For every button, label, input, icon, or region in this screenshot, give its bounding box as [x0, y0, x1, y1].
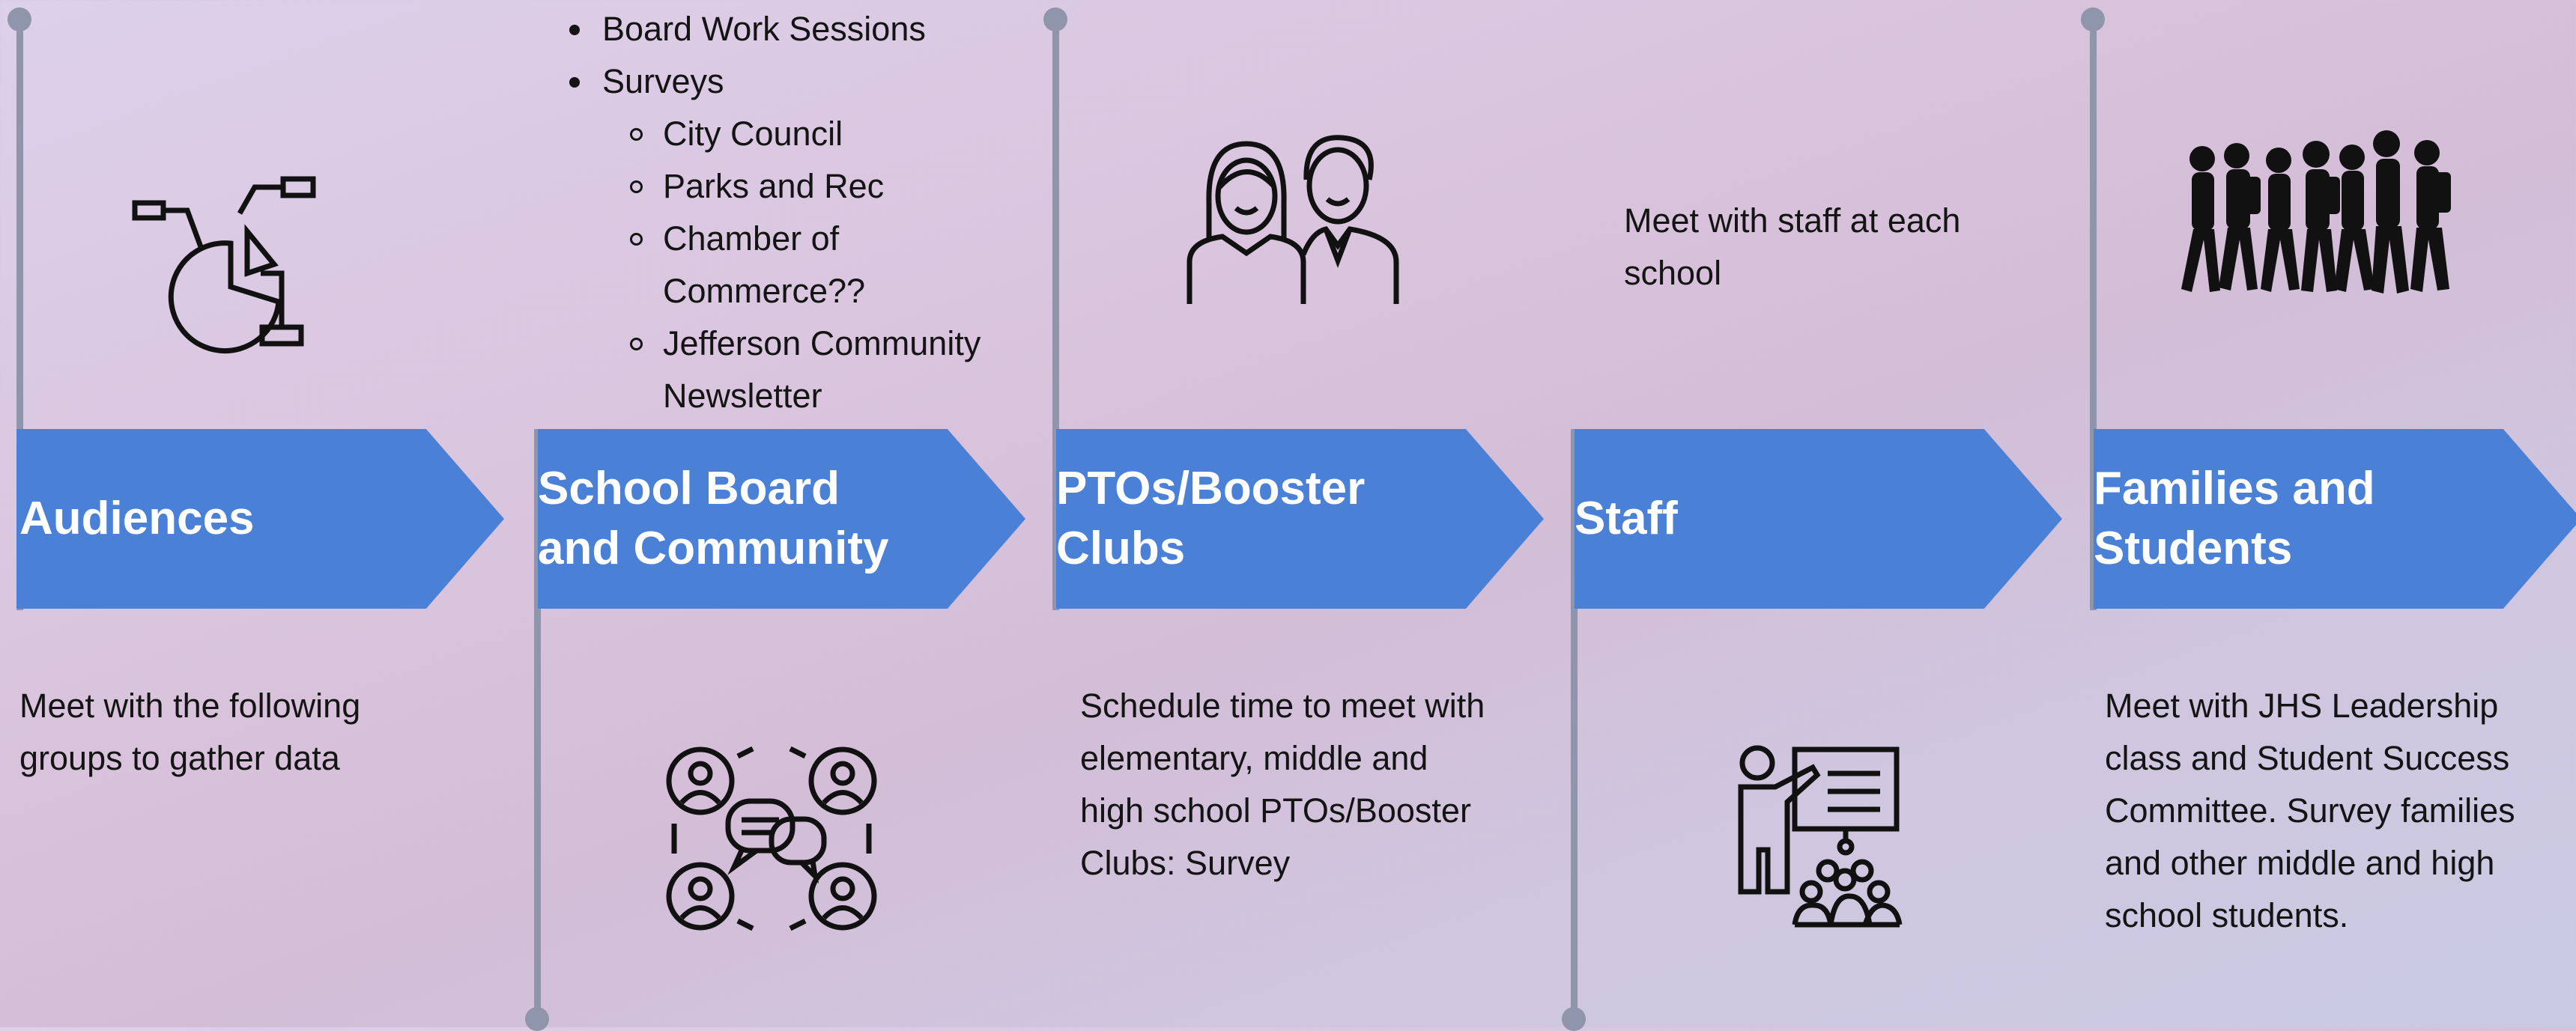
school-board-sub-bullet-list: City Council Parks and Rec Chamber of Co… [629, 108, 981, 422]
body-line: Schedule time to meet with [1080, 687, 1485, 725]
timeline-line-5 [2090, 19, 2097, 610]
body-line: Meet with the following [19, 687, 361, 725]
stage-title-line: and Community [538, 523, 889, 574]
stage-title-line: School Board [538, 463, 840, 514]
stage-arrow-staff: Staff [1575, 429, 2062, 609]
list-item: Surveys [569, 55, 926, 108]
timeline-dot-1 [7, 7, 31, 31]
list-item: City Council [629, 108, 981, 160]
stage-title-families: Families and Students [2094, 459, 2375, 579]
list-item: Chamber of [629, 213, 981, 265]
list-item: Newsletter [663, 377, 822, 415]
list-item: Board Work Sessions [569, 3, 926, 55]
stage-body-families: Meet with JHS Leadership class and Stude… [2105, 680, 2515, 942]
body-line: school [1624, 254, 1722, 292]
stage-title-line: Families and [2094, 463, 2375, 514]
timeline-dot-3 [1043, 7, 1067, 31]
stage-arrow-school-board: School Board and Community [538, 429, 1025, 609]
stage-body-ptos: Schedule time to meet with elementary, m… [1080, 680, 1485, 889]
stage-title-line: PTOs/Booster [1056, 463, 1366, 514]
stage-title-line: Students [2094, 523, 2293, 574]
stage-arrow-audiences: Audiences [16, 429, 504, 609]
body-line: high school PTOs/Booster [1080, 791, 1471, 830]
body-line: groups to gather data [19, 739, 340, 777]
timeline-line-3 [1052, 19, 1059, 610]
list-item: Parks and Rec [629, 160, 981, 213]
list-item: Jefferson Community [629, 317, 981, 370]
body-line: elementary, middle and [1080, 739, 1428, 777]
body-line: Clubs: Survey [1080, 844, 1291, 882]
body-line: Meet with staff at each [1624, 201, 1961, 240]
list-item: Commerce?? [663, 272, 866, 310]
body-line: class and Student Success [2105, 739, 2510, 777]
body-line: Committee. Survey families [2105, 791, 2515, 830]
stage-title-school-board: School Board and Community [538, 459, 888, 579]
timeline-line-1 [16, 19, 23, 610]
timeline-dot-4 [1562, 1007, 1586, 1031]
timeline-line-2 [534, 429, 541, 1021]
body-line: and other middle and high [2105, 844, 2495, 882]
pie-chart-icon [132, 176, 316, 354]
students-walking-icon [2181, 130, 2451, 294]
stage-arrow-families: Families and Students [2094, 429, 2576, 609]
timeline-dot-5 [2081, 7, 2105, 31]
stage-arrow-ptos: PTOs/Booster Clubs [1056, 429, 1544, 609]
school-board-bullet-list: Board Work Sessions Surveys [569, 3, 926, 108]
stage-title-audiences: Audiences [19, 493, 255, 544]
teacher-presentation-icon [1738, 745, 1903, 928]
timeline-dot-2 [525, 1007, 549, 1031]
stage-title-line: Clubs [1056, 523, 1186, 574]
parents-icon [1187, 135, 1399, 304]
stage-body-staff: Meet with staff at each school [1624, 195, 1960, 299]
stage-title-staff: Staff [1575, 493, 1678, 544]
stage-title-ptos: PTOs/Booster Clubs [1056, 459, 1365, 579]
timeline-line-4 [1571, 429, 1578, 1021]
body-line: school students. [2105, 896, 2349, 934]
stage-body-audiences: Meet with the following groups to gather… [19, 680, 360, 785]
body-line: Meet with JHS Leadership [2105, 687, 2499, 725]
group-discussion-icon [666, 746, 877, 931]
